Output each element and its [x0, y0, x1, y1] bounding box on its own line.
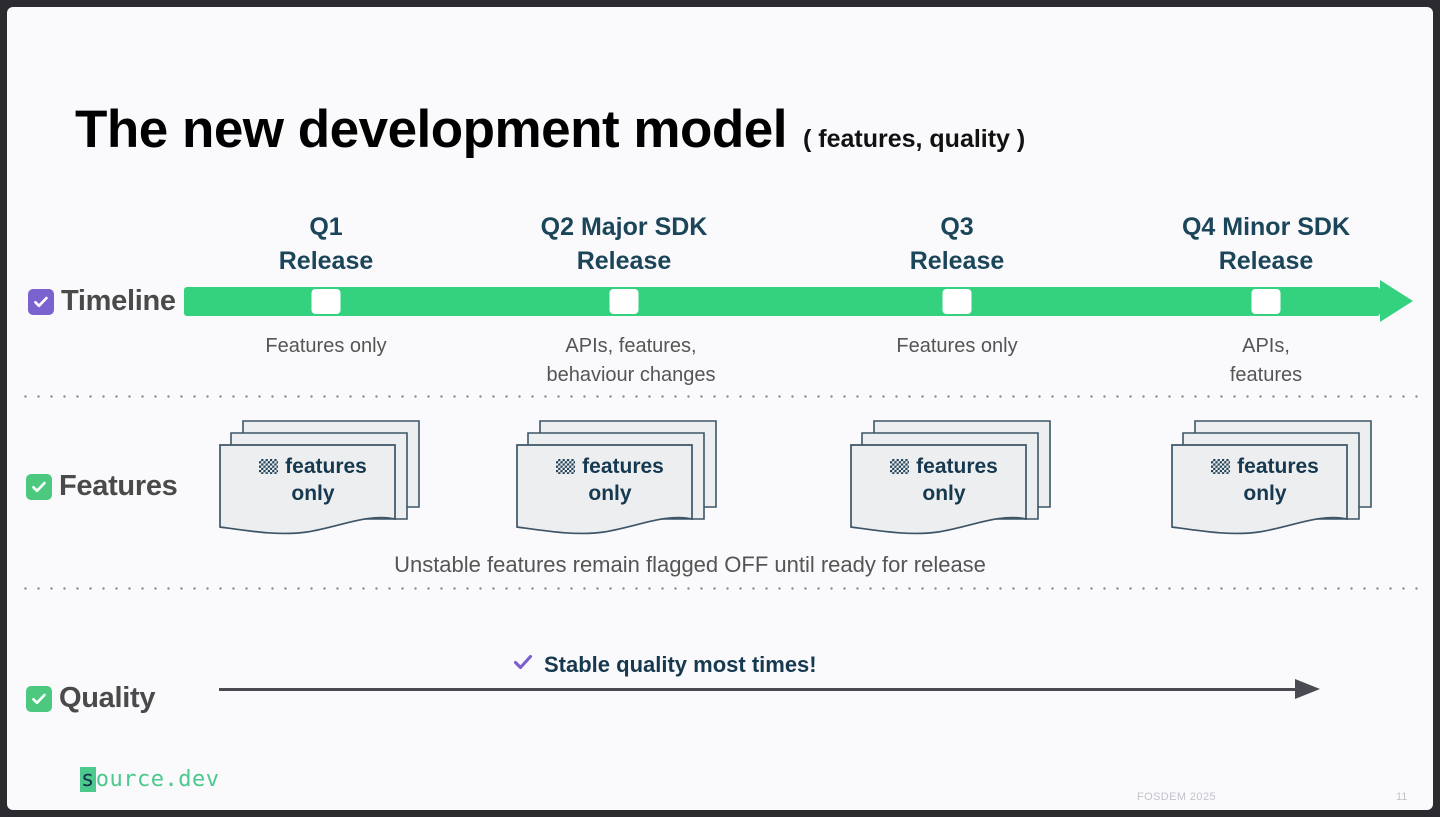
row-label-timeline-text: Timeline [61, 285, 176, 317]
footer-event-text: FOSDEM 2025 [1137, 791, 1216, 803]
timeline-header-q3-line1: Q3 [940, 213, 974, 241]
checkbox-quality-icon[interactable] [26, 685, 52, 712]
timeline-header-q3: Q3 Release [910, 211, 1005, 279]
feature-card-stack-q1: features only [219, 415, 427, 537]
section-divider-bottom [19, 587, 1421, 590]
timeline-caption-q2: APIs, features, behaviour changes [546, 332, 715, 390]
title-main-text: The new development model [75, 100, 787, 159]
logo-mark-letter: s [80, 767, 96, 792]
feature-card-stack-q3: features only [850, 415, 1058, 537]
slide-canvas: The new development model ( features, qu… [7, 7, 1433, 810]
timeline-header-q1: Q1 Release [279, 211, 374, 279]
features-note-text: Unstable features remain flagged OFF unt… [394, 552, 986, 577]
page-title: The new development model ( features, qu… [75, 99, 1025, 160]
timeline-header-q1-line1: Q1 [309, 213, 343, 241]
timeline-header-q4-line1: Q4 Minor SDK [1181, 213, 1351, 241]
title-subtitle-text: ( features, quality ) [802, 125, 1026, 153]
feature-card-stack-q4: features only [1171, 415, 1379, 537]
timeline-caption-q4-line1: APIs, [1242, 335, 1290, 357]
checkbox-timeline-icon[interactable] [28, 288, 54, 315]
footer-page-number: 11 [1396, 791, 1408, 803]
timeline-caption-q2-line1: APIs, features, [565, 335, 697, 357]
checkbox-features-icon[interactable] [26, 473, 52, 500]
timeline-header-q2: Q2 Major SDK Release [541, 211, 708, 279]
timeline-caption-q4: APIs, features [1230, 332, 1302, 390]
timeline-caption-q4-line2: features [1229, 364, 1303, 386]
timeline-marker-q1[interactable] [311, 289, 341, 314]
quality-check-icon [512, 651, 534, 678]
quality-badge-text: Stable quality most times! [544, 651, 817, 677]
timeline-caption-q1-line1: Features only [265, 335, 387, 357]
timeline-caption-q2-line2: behaviour changes [546, 364, 716, 386]
section-divider-top [19, 395, 1421, 398]
timeline-header-q2-line1: Q2 Major SDK [540, 213, 708, 241]
timeline-headers: Q1 Release Q2 Major SDK Release Q3 Relea… [7, 207, 1433, 277]
timeline-arrowhead-icon [1380, 280, 1413, 322]
timeline-caption-q3: Features only [896, 332, 1017, 361]
row-label-timeline: Timeline [28, 285, 176, 318]
feature-card-stack-q2: features only [516, 415, 724, 537]
timeline-header-q4: Q4 Minor SDK Release [1182, 211, 1350, 279]
row-label-quality-text: Quality [59, 682, 156, 714]
timeline-header-q2-line2: Release [576, 246, 672, 275]
timeline-marker-q2[interactable] [609, 289, 639, 314]
timeline-header-q4-line2: Release [1218, 246, 1314, 275]
timeline-header-q1-line2: Release [278, 246, 374, 275]
quality-badge: Stable quality most times! [512, 651, 817, 678]
timeline-header-q3-line2: Release [909, 246, 1005, 275]
row-label-features: Features [26, 470, 178, 503]
logo-rest-text: ource.dev [95, 767, 220, 792]
source-dev-logo: source.dev [80, 767, 219, 792]
timeline-marker-q3[interactable] [942, 289, 972, 314]
timeline-caption-q3-line1: Features only [896, 335, 1018, 357]
row-label-quality: Quality [26, 682, 156, 715]
quality-arrowhead-icon [1295, 679, 1320, 699]
timeline-bar [184, 287, 1380, 316]
timeline-caption-q1: Features only [265, 332, 386, 361]
quality-axis-line [219, 688, 1304, 691]
timeline-marker-q4[interactable] [1251, 289, 1281, 314]
row-label-features-text: Features [59, 470, 178, 502]
